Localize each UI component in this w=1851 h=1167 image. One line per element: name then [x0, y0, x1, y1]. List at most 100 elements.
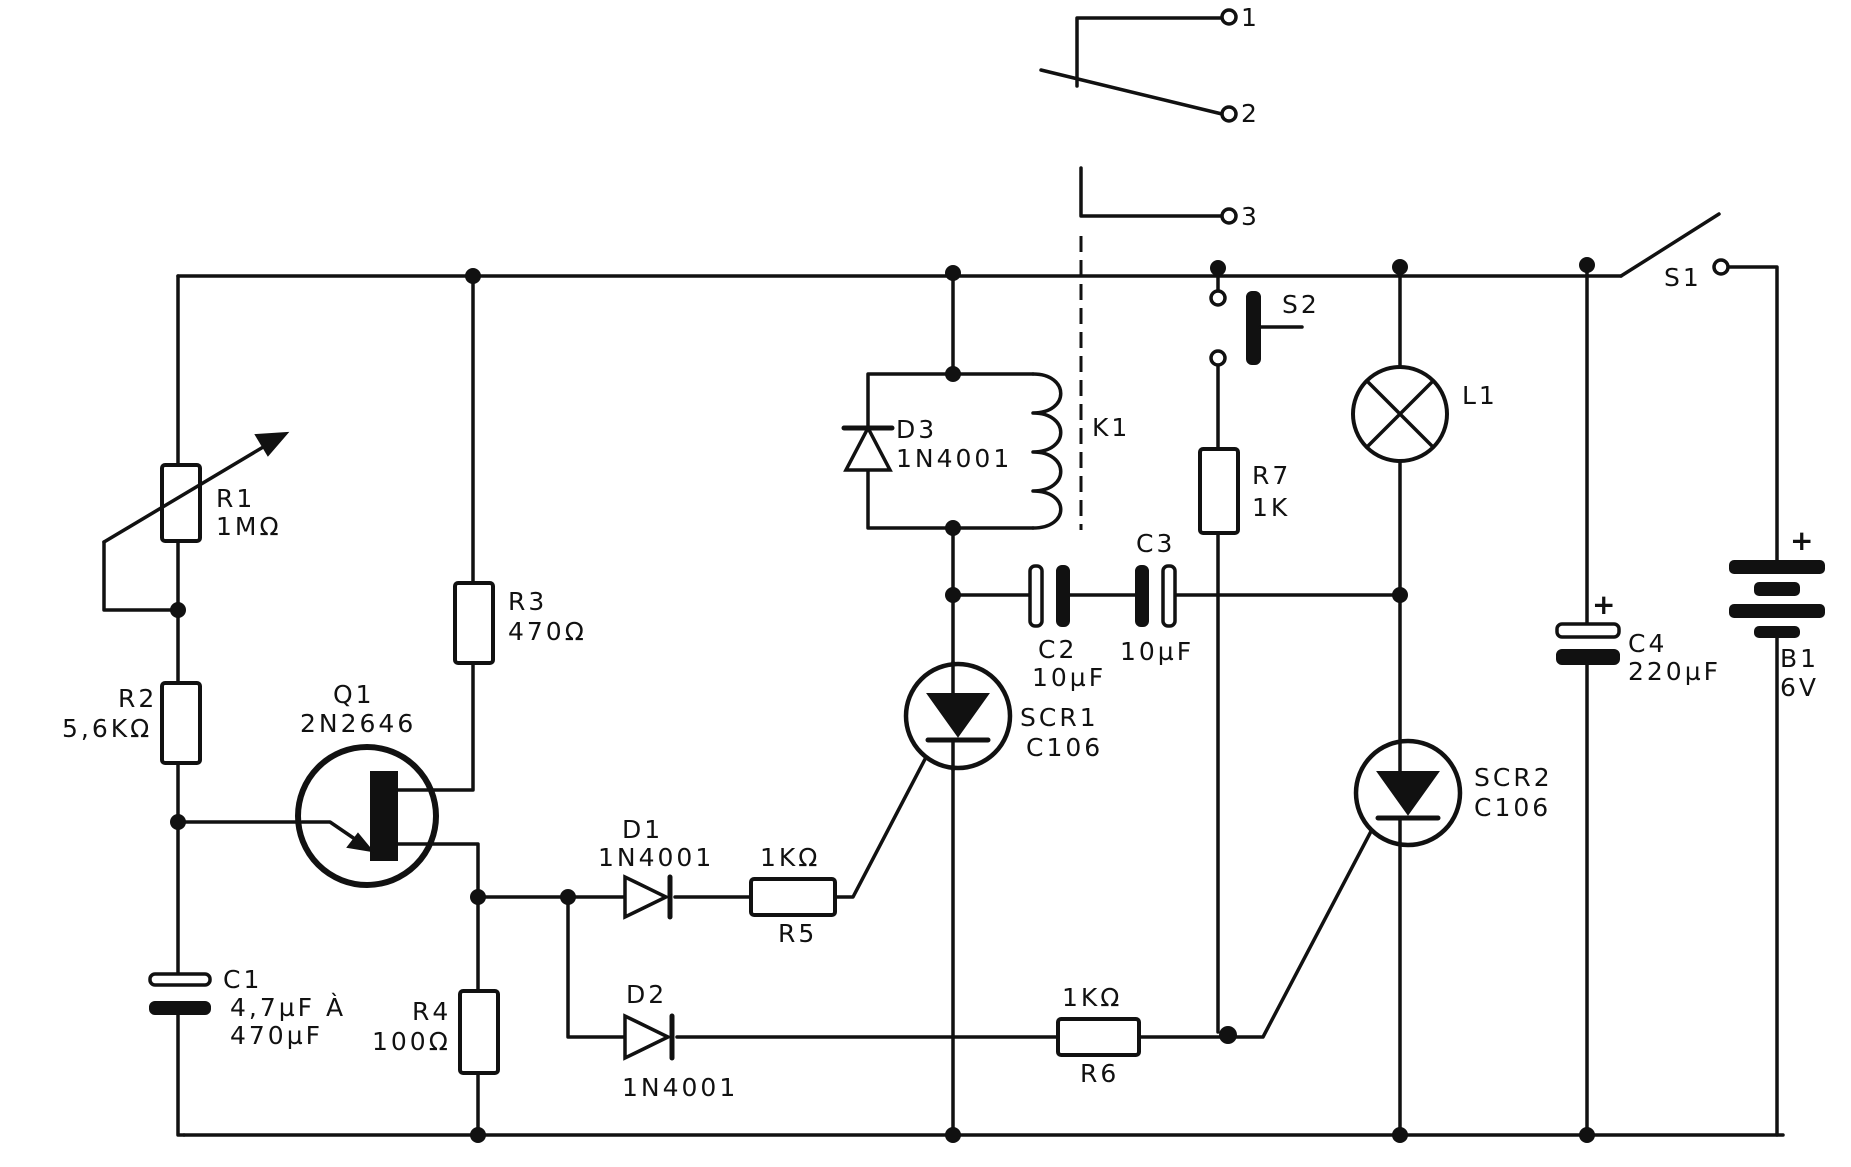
wire-r3-b2: [426, 661, 475, 792]
junction-dot: [465, 268, 481, 284]
junction-dot: [945, 366, 961, 382]
relay-contact-arm: [1039, 68, 1224, 116]
scr1-value: C106: [1026, 733, 1103, 762]
r1-adjust-arrow: [102, 435, 282, 544]
capacitor-c2: C2 10µF: [1028, 564, 1103, 692]
relay-terminal: [1220, 105, 1238, 123]
d2-ref: D2: [626, 980, 667, 1009]
resistor-r2: R2 5,6KΩ: [62, 681, 202, 765]
r4-value: 100Ω: [372, 1027, 451, 1056]
junction-dot: [945, 520, 961, 536]
scr2-ref: SCR2: [1474, 763, 1553, 792]
wire-r5-scr1: [833, 738, 937, 899]
scr1-ref: SCR1: [1020, 703, 1099, 732]
diode-d1: D1 1N4001: [598, 815, 714, 920]
switch-s1: S1: [1664, 258, 1730, 292]
junction-dot: [170, 602, 186, 618]
c1-value-line2: 470µF: [230, 1021, 323, 1050]
r6-value: 1KΩ: [1062, 983, 1122, 1012]
relay-terminal-1-label: 1: [1241, 3, 1260, 32]
transistor-q1: Q1 2N2646: [295, 680, 439, 888]
junction-dot: [170, 814, 186, 830]
c3-value: 10µF: [1120, 637, 1194, 666]
resistor-r3: R3 470Ω: [453, 581, 587, 665]
c4-value: 220µF: [1628, 657, 1721, 686]
d1-ref: D1: [622, 815, 663, 844]
k1-ref: K1: [1092, 413, 1130, 442]
junction-dot: [1392, 587, 1408, 603]
r3-ref: R3: [508, 587, 547, 616]
relay-terminal: [1220, 8, 1238, 26]
junction-dot: [1392, 1127, 1408, 1143]
resistor-r5: 1KΩ R5: [749, 843, 837, 948]
capacitor-c4: + C4 220µF: [1555, 588, 1721, 686]
relay-contact-3: [1079, 166, 1224, 218]
wire-r6-node: [1137, 816, 1380, 1039]
b1-polarity: +: [1790, 524, 1813, 557]
relay-k1: K1 1 2 3: [1031, 3, 1260, 530]
c1-ref: C1: [223, 965, 262, 994]
d2-value: 1N4001: [622, 1073, 738, 1102]
wire-b1: [426, 842, 480, 993]
junction-dot: [945, 265, 961, 281]
junction-dot: [470, 1127, 486, 1143]
junction-dot: [560, 889, 576, 905]
relay-terminal: [1220, 207, 1238, 225]
d3-ref: D3: [896, 415, 937, 444]
junction-dot: [1219, 1026, 1237, 1044]
r5-ref: R5: [778, 919, 817, 948]
r7-value: 1K: [1252, 493, 1290, 522]
junction-dot: [1392, 259, 1408, 275]
b1-value: 6V: [1780, 673, 1819, 702]
c4-ref: C4: [1628, 629, 1667, 658]
scr2-value: C106: [1474, 793, 1551, 822]
r1-ref: R1: [216, 484, 255, 513]
wiring: [102, 16, 1785, 1137]
relay-coil: [1031, 372, 1063, 530]
junctions: [170, 257, 1595, 1143]
r3-value: 470Ω: [508, 617, 587, 646]
junction-dot: [945, 1127, 961, 1143]
wire-to-d2: [566, 895, 627, 1039]
diode-d3: D3 1N4001: [841, 415, 1012, 473]
s2-ref: S2: [1282, 290, 1320, 319]
r5-value: 1KΩ: [760, 843, 820, 872]
r2-value: 5,6KΩ: [62, 714, 152, 743]
lamp-l1: L1: [1351, 365, 1498, 463]
wire-r1-wiper: [102, 540, 180, 612]
c3-ref: C3: [1136, 529, 1175, 558]
c2-ref: C2: [1038, 635, 1077, 664]
d1-value: 1N4001: [598, 843, 714, 872]
diode-d2: D2 1N4001: [622, 980, 738, 1102]
c1-value-line1: 4,7µF À: [230, 993, 346, 1022]
junction-dot: [1210, 260, 1226, 276]
pushbutton-s2: S2: [1209, 289, 1320, 367]
resistor-r1: R1 1MΩ: [102, 431, 290, 544]
capacitor-c3: C3 10µF: [1120, 529, 1194, 666]
r2-ref: R2: [118, 684, 157, 713]
relay-contact-1: [1075, 16, 1224, 88]
junction-dot: [470, 889, 486, 905]
r1-value: 1MΩ: [216, 512, 282, 541]
wire-c1-bottom: [176, 1011, 186, 1137]
relay-terminal-2-label: 2: [1241, 99, 1260, 128]
resistor-r6: 1KΩ R6: [1056, 983, 1141, 1088]
junction-dot: [1579, 257, 1595, 273]
q1-value: 2N2646: [300, 709, 416, 738]
d3-value: 1N4001: [896, 444, 1012, 473]
c4-polarity: +: [1592, 588, 1615, 621]
r7-ref: R7: [1252, 461, 1291, 490]
r4-ref: R4: [412, 997, 451, 1026]
resistor-r7: R7 1K: [1198, 447, 1291, 535]
relay-terminal-3-label: 3: [1241, 202, 1260, 231]
r1-arrow-head: [254, 431, 290, 457]
battery-b1: + B1 6V: [1729, 524, 1825, 702]
resistor-r4: R4 100Ω: [372, 989, 500, 1075]
q1-ref: Q1: [333, 680, 375, 709]
wire-s1-switch: [1619, 212, 1721, 278]
scr-scr2: SCR2 C106: [1353, 738, 1553, 848]
l1-ref: L1: [1462, 381, 1498, 410]
b1-ref: B1: [1780, 644, 1819, 673]
r6-ref: R6: [1080, 1059, 1119, 1088]
